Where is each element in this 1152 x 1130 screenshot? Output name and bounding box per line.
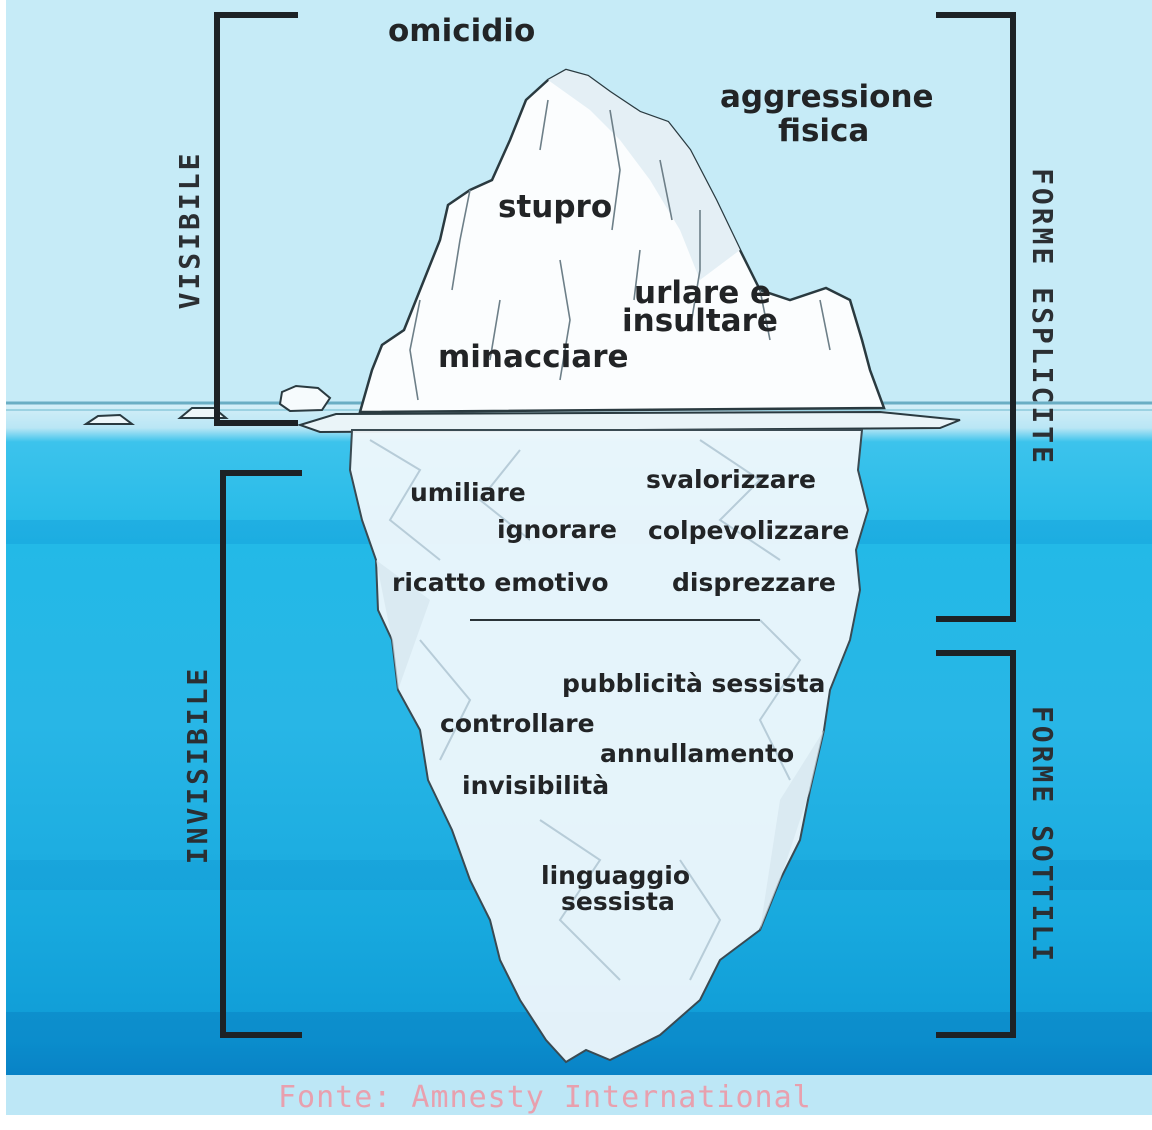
label-stupro: stupro xyxy=(498,192,612,223)
zone-label-explicit: FORME ESPLICITE xyxy=(1028,168,1056,466)
label-annullamento: annullamento xyxy=(600,741,794,766)
label-controllare: controllare xyxy=(440,711,595,736)
label-insultare: insultare xyxy=(622,306,778,337)
label-minacciare: minacciare xyxy=(438,342,629,373)
bracket-invisible xyxy=(220,470,302,1038)
source-credit: Fonte: Amnesty International xyxy=(278,1080,812,1115)
label-omicidio: omicidio xyxy=(388,16,535,47)
label-pubblicita-sessista: pubblicità sessista xyxy=(562,671,825,696)
label-fisica: fisica xyxy=(778,116,869,147)
zone-label-visible: VISIBILE xyxy=(176,151,204,310)
label-invisibilita: invisibilità xyxy=(462,773,609,798)
label-aggressione: aggressione xyxy=(720,82,934,113)
bracket-subtle xyxy=(936,650,1016,1038)
label-colpevolizzare: colpevolizzare xyxy=(648,518,849,543)
label-ignorare: ignorare xyxy=(497,517,617,542)
label-svalorizzare: svalorizzare xyxy=(646,467,816,492)
bracket-visible xyxy=(214,12,298,426)
label-ricatto-emotivo: ricatto emotivo xyxy=(392,570,609,595)
bracket-explicit xyxy=(936,12,1016,622)
zone-label-invisible: INVISIBILE xyxy=(184,666,212,865)
ice-chunk xyxy=(86,415,132,424)
zone-label-subtle: FORME SOTTILI xyxy=(1028,706,1056,964)
label-disprezzare: disprezzare xyxy=(672,570,836,595)
label-umiliare: umiliare xyxy=(410,480,526,505)
label-linguaggio: linguaggio xyxy=(541,863,690,888)
label-sessista: sessista xyxy=(561,889,675,914)
